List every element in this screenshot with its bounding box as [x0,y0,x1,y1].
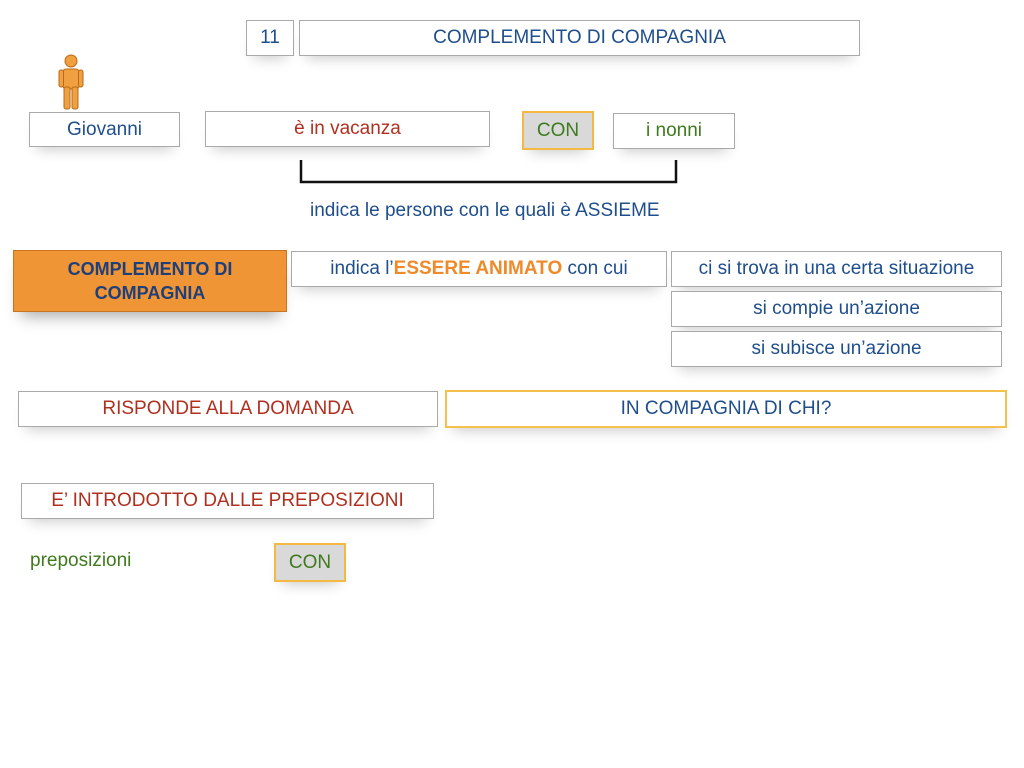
slide-title-text: COMPLEMENTO DI COMPAGNIA [433,27,726,48]
complement-name-line2: COMPAGNIA [94,283,206,303]
complement-text: i nonni [646,120,702,141]
definition-box: indica l’ESSERE ANIMATO con cui [291,251,667,287]
prepositions-heading-box: E’ INTRODOTTO DALLE PREPOSIZIONI [21,483,434,519]
option-box-3: si subisce un’azione [671,331,1002,367]
preposition-item-con: CON [274,543,346,582]
slide-number: 11 [246,20,294,56]
subject-box: Giovanni [29,112,180,147]
preposition-con-box: CON [522,111,594,150]
question-label-box: RISPONDE ALLA DOMANDA [18,391,438,427]
option-text-2: si compie un’azione [753,298,920,319]
definition-text-after: con cui [562,258,628,279]
question-value-box: IN COMPAGNIA DI CHI? [445,390,1007,428]
bracket-line [299,160,678,184]
slide-number-text: 11 [260,27,280,48]
complement-name-box: COMPLEMENTO DI COMPAGNIA [13,250,287,312]
slide-title: COMPLEMENTO DI COMPAGNIA [299,20,860,56]
predicate-text: è in vacanza [294,118,401,139]
definition-text-bold: ESSERE ANIMATO [393,258,563,279]
subject-text: Giovanni [67,118,142,140]
predicate-box: è in vacanza [205,111,490,147]
prepositions-label: preposizioni [30,550,132,571]
option-text-3: si subisce un’azione [751,338,922,359]
complement-name-line1: COMPLEMENTO DI [67,258,233,279]
definition-text-before: indica l’ [330,258,394,279]
preposition-item-con-text: CON [288,551,332,573]
option-text-1: ci si trova in una certa situazione [698,258,975,279]
question-label-text: RISPONDE ALLA DOMANDA [102,398,354,419]
option-box-2: si compie un’azione [671,291,1002,327]
complement-box: i nonni [613,113,735,149]
option-box-1: ci si trova in una certa situazione [671,251,1002,287]
prepositions-heading-text: E’ INTRODOTTO DALLE PREPOSIZIONI [51,490,404,511]
question-value-text: IN COMPAGNIA DI CHI? [620,398,832,419]
explanation-text: indica le persone con le quali è ASSIEME [310,200,660,221]
preposition-con-text: CON [536,119,580,141]
person-icon [58,54,84,110]
